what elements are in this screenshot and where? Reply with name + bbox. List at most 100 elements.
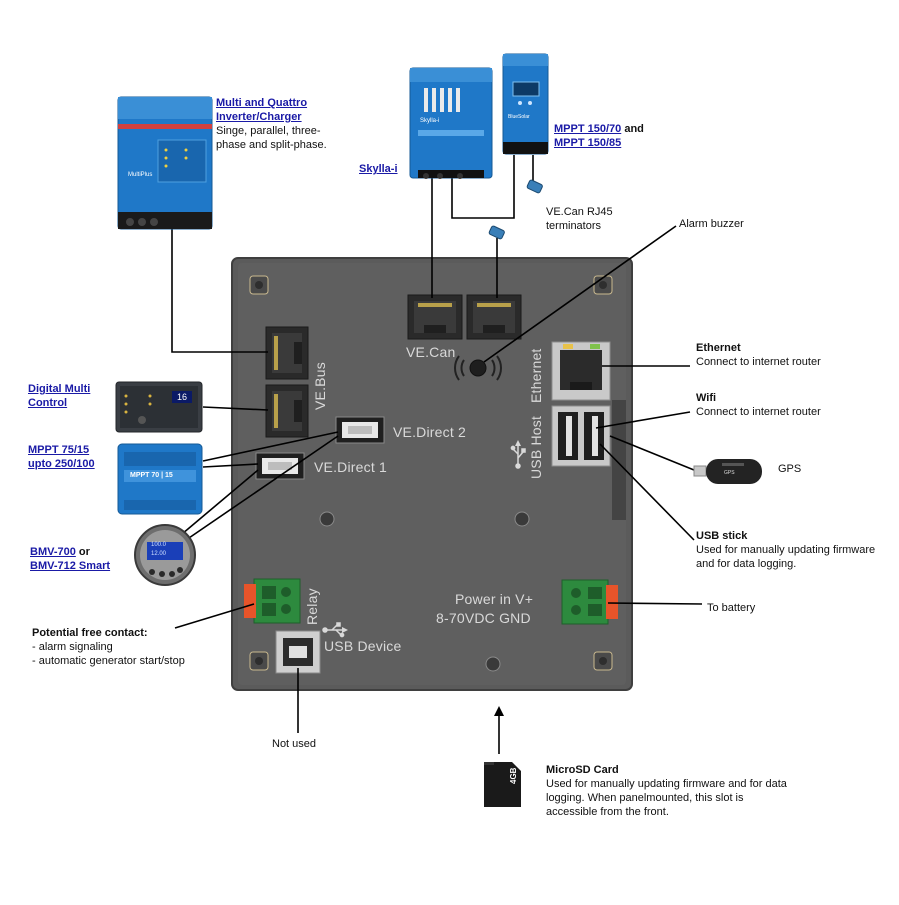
wifi-title: Wifi — [696, 392, 717, 404]
mounting-hole — [249, 651, 269, 671]
line-bmv-to-vedirect1 — [181, 469, 259, 535]
link-bmv-712[interactable]: BMV-712 Smart — [30, 560, 111, 572]
alarm-buzzer — [454, 355, 502, 381]
screw-hole — [319, 511, 335, 527]
line-wifi — [595, 411, 691, 429]
contact-line-2: - automatic generator start/stop — [32, 655, 185, 667]
bmv-or-text: or — [75, 546, 90, 558]
mppt-150-and-text: and — [621, 123, 644, 135]
callout-ethernet: Ethernet Connect to internet router — [696, 341, 876, 369]
panel-label-power-in: Power in V+ — [455, 591, 534, 607]
panel-label-usb-host: USB Host — [528, 415, 544, 479]
usb-host-ports[interactable] — [551, 405, 611, 467]
vecan-port-2[interactable] — [466, 294, 522, 340]
rj45-terminator-icon — [526, 179, 543, 194]
label-gps: GPS — [778, 463, 802, 475]
mounting-hole — [593, 275, 613, 295]
bmv-device — [134, 524, 196, 586]
link-digital-multi[interactable]: Digital Multi Control — [28, 383, 91, 409]
vebus-port-1[interactable] — [265, 326, 309, 380]
callout-potential-free-contact: Potential free contact: - alarm signalin… — [32, 626, 232, 668]
ethernet-port[interactable] — [551, 341, 611, 401]
callout-usb-stick: USB stick Used for manually updating fir… — [696, 529, 891, 571]
callout-digital-multi: Digital Multi Control — [28, 382, 108, 410]
microsd-card-text: 4GB — [509, 767, 518, 784]
panel-label-vedirect2: VE.Direct 2 — [393, 424, 466, 440]
callout-wifi: Wifi Connect to internet router — [696, 391, 876, 419]
line-bmv-to-vedirect2 — [185, 435, 339, 541]
multi-screen-label: MultiPlus — [128, 172, 153, 178]
label-terminators: VE.Can RJ45 terminators — [546, 206, 613, 232]
usb-device-port[interactable] — [275, 630, 321, 674]
mppt-150-device — [502, 53, 549, 155]
panel-label-vedirect1: VE.Direct 1 — [314, 459, 387, 475]
gps-dongle-text: GPS — [724, 470, 735, 476]
line-skylla-to-mppt150 — [451, 155, 515, 219]
wifi-description: Connect to internet router — [696, 406, 821, 418]
line-mppt75-to-vedirect2 — [202, 431, 339, 462]
label-to-battery: To battery — [707, 602, 756, 614]
skylla-screen-label: Skylla-i — [420, 118, 440, 124]
contact-title: Potential free contact: — [32, 627, 148, 639]
link-mppt-150-85[interactable]: MPPT 150/85 — [554, 137, 622, 149]
callout-bmv: BMV-700 or BMV-712 Smart — [30, 545, 130, 573]
callout-skylla: Skylla-i — [359, 162, 398, 176]
multi-quattro-device — [117, 96, 213, 230]
bmv-display-line2: 12.00 — [151, 551, 167, 557]
mounting-hole — [593, 651, 613, 671]
link-skylla[interactable]: Skylla-i — [359, 163, 398, 175]
panel-label-usb-device: USB Device — [324, 638, 402, 654]
callout-mppt-75: MPPT 75/15 upto 250/100 — [28, 443, 108, 471]
line-battery — [607, 602, 703, 605]
vedirect-2-port[interactable] — [335, 416, 385, 444]
panel-label-relay: Relay — [304, 588, 320, 625]
microsd-title: MicroSD Card — [546, 764, 619, 776]
power-connector[interactable] — [561, 579, 618, 625]
microsd-description: Used for manually updating firmware and … — [546, 778, 787, 818]
link-multi-quattro[interactable]: Multi and Quattro Inverter/Charger — [216, 97, 308, 123]
bmv-display-line1: 100.0 — [151, 542, 167, 548]
panel-label-ethernet: Ethernet — [528, 348, 544, 403]
line-multi-to-vebus — [171, 228, 268, 353]
usb-stick-title: USB stick — [696, 530, 748, 542]
callout-multi-quattro: Multi and Quattro Inverter/Charger Singe… — [216, 96, 336, 152]
ethernet-title: Ethernet — [696, 342, 741, 354]
skylla-device — [409, 67, 493, 179]
gps-dongle — [693, 459, 762, 484]
mppt75-screen-label: MPPT 70 | 15 — [130, 472, 173, 479]
line-usb-stick — [599, 443, 695, 541]
link-bmv-700[interactable]: BMV-700 — [30, 546, 76, 558]
cerbo-gx-panel — [231, 257, 633, 691]
screw-hole — [514, 511, 530, 527]
link-mppt-150-70[interactable]: MPPT 150/70 — [554, 123, 622, 135]
mppt-75-device — [117, 443, 203, 515]
panel-label-power-range: 8-70VDC GND — [436, 610, 531, 626]
label-not-used: Not used — [272, 738, 317, 750]
multi-quattro-description: Singe, parallel, three-phase and split-p… — [216, 125, 327, 151]
line-mppt75-to-vedirect1 — [202, 463, 259, 468]
panel-label-vebus: VE.Bus — [312, 362, 328, 410]
digital-multi-display: 16 — [177, 392, 188, 402]
vecan-port-1[interactable] — [407, 294, 463, 340]
vebus-port-2[interactable] — [265, 384, 309, 438]
line-digital-multi-to-vebus — [202, 406, 269, 411]
rj45-terminator-icon — [488, 225, 505, 240]
mppt150-screen-label: BlueSolar — [508, 114, 530, 120]
usb-stick-description: Used for manually updating firmware and … — [696, 544, 876, 570]
panel-label-vecan: VE.Can — [406, 344, 456, 360]
screw-hole — [485, 656, 501, 672]
mounting-hole — [249, 275, 269, 295]
line-gps — [609, 435, 695, 471]
usb-symbol-icon — [322, 622, 348, 638]
relay-connector[interactable] — [244, 578, 301, 624]
contact-line-1: - alarm signaling — [32, 641, 113, 653]
ethernet-description: Connect to internet router — [696, 356, 821, 368]
usb-symbol-icon — [510, 440, 526, 469]
callout-mppt-150: MPPT 150/70 and MPPT 150/85 — [554, 122, 674, 150]
digital-multi-control-device — [115, 381, 203, 433]
link-mppt-75[interactable]: MPPT 75/15 upto 250/100 — [28, 444, 95, 470]
label-alarm-buzzer: Alarm buzzer — [679, 218, 744, 230]
connection-lines — [171, 155, 703, 754]
line-alarm — [483, 225, 677, 363]
